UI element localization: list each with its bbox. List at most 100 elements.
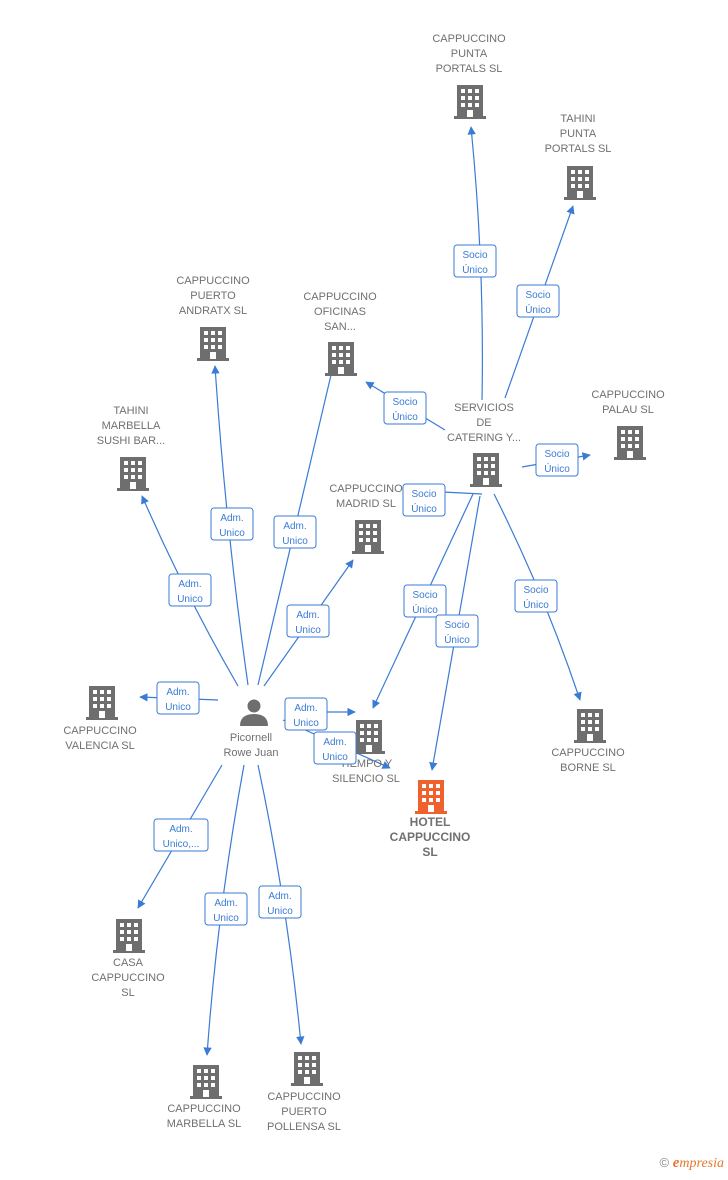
svg-text:POLLENSA SL: POLLENSA SL bbox=[267, 1121, 341, 1133]
svg-text:BORNE SL: BORNE SL bbox=[560, 762, 616, 774]
svg-text:PALAU SL: PALAU SL bbox=[602, 404, 654, 416]
svg-text:CAPPUCCINO: CAPPUCCINO bbox=[167, 1103, 241, 1115]
node-borne[interactable]: CAPPUCCINO BORNE SL bbox=[551, 709, 625, 774]
edge-label-text: Socio bbox=[462, 250, 487, 261]
edge-label-text: Único bbox=[544, 462, 570, 475]
svg-text:SL: SL bbox=[121, 987, 134, 999]
edge-label-text: Socio bbox=[392, 397, 417, 408]
svg-text:PUERTO: PUERTO bbox=[281, 1106, 327, 1118]
node-oficinas[interactable]: CAPPUCCINO OFICINAS SAN... bbox=[303, 291, 377, 376]
edge-label-text: Unico bbox=[295, 625, 321, 636]
building-icon bbox=[574, 709, 606, 743]
edge-label-text: Único bbox=[411, 502, 437, 515]
building-icon bbox=[614, 426, 646, 460]
edge-label-text: Unico bbox=[177, 594, 203, 605]
svg-text:CAPPUCCINO: CAPPUCCINO bbox=[551, 747, 625, 759]
svg-text:CAPPUCCINO: CAPPUCCINO bbox=[432, 33, 506, 45]
svg-text:SL: SL bbox=[422, 845, 437, 859]
svg-text:SAN...: SAN... bbox=[324, 321, 356, 333]
building-icon bbox=[113, 919, 145, 953]
node-marbella[interactable]: CAPPUCCINO MARBELLA SL bbox=[167, 1065, 242, 1130]
edge-label-text: Único bbox=[525, 303, 551, 316]
edge-label-text: Socio bbox=[525, 290, 550, 301]
edge-label-text: Adm. bbox=[220, 513, 243, 524]
node-punta[interactable]: CAPPUCCINO PUNTA PORTALS SL bbox=[432, 33, 506, 119]
svg-text:TAHINI: TAHINI bbox=[113, 405, 148, 417]
edge-label-person-to-pollensa[interactable]: Adm.Unico bbox=[258, 885, 302, 919]
edge-label-person-to-casa[interactable]: Adm.Unico,... bbox=[153, 818, 209, 852]
building-icon bbox=[564, 166, 596, 200]
svg-text:OFICINAS: OFICINAS bbox=[314, 306, 366, 318]
svg-text:PUNTA: PUNTA bbox=[560, 128, 597, 140]
edge-label-text: Unico bbox=[213, 913, 239, 924]
edge-label-text: Socio bbox=[544, 449, 569, 460]
node-tahini_marbella[interactable]: TAHINI MARBELLA SUSHI BAR... bbox=[97, 405, 165, 491]
edge-label-text: Unico bbox=[267, 906, 293, 917]
copyright-icon: © bbox=[659, 1155, 670, 1170]
edge-label-text: Único bbox=[462, 263, 488, 276]
svg-text:MARBELLA: MARBELLA bbox=[102, 420, 161, 432]
node-label-valencia: CAPPUCCINO VALENCIA SL bbox=[63, 725, 137, 752]
building-icon bbox=[190, 1065, 222, 1099]
svg-text:CASA: CASA bbox=[113, 957, 144, 969]
edge-label-person-to-andratx[interactable]: Adm.Unico bbox=[210, 507, 254, 541]
svg-text:CATERING Y...: CATERING Y... bbox=[447, 432, 521, 444]
svg-text:MARBELLA SL: MARBELLA SL bbox=[167, 1118, 242, 1130]
edge-label-text: Único bbox=[444, 633, 470, 646]
edge-label-text: Adm. bbox=[166, 687, 189, 698]
svg-text:PUNTA: PUNTA bbox=[451, 48, 488, 60]
edge-label-person-to-tiempo[interactable]: Adm.Unico bbox=[313, 731, 357, 765]
edge-label-text: Adm. bbox=[296, 610, 319, 621]
edge-label-person-to-madrid[interactable]: Adm. Unico bbox=[286, 604, 330, 638]
edge-label-person-to-oficinas[interactable]: Adm.Unico bbox=[273, 515, 317, 549]
person-icon bbox=[240, 699, 268, 726]
edge-label-person-to-marbella[interactable]: Adm.Unico bbox=[204, 892, 248, 926]
node-valencia[interactable]: CAPPUCCINO VALENCIA SL bbox=[63, 686, 137, 752]
svg-text:CAPPUCCINO: CAPPUCCINO bbox=[303, 291, 377, 303]
edge-label-text: Adm. bbox=[283, 521, 306, 532]
svg-text:CAPPUCCINO: CAPPUCCINO bbox=[176, 275, 250, 287]
svg-text:CAPPUCCINO: CAPPUCCINO bbox=[329, 483, 403, 495]
edge-label-text: Adm. bbox=[178, 579, 201, 590]
edge-label-text: Adm. bbox=[323, 737, 346, 748]
svg-text:SILENCIO SL: SILENCIO SL bbox=[332, 773, 400, 785]
edge-label-person-to-tiempo[interactable]: Adm.Unico bbox=[284, 697, 328, 731]
svg-text:TAHINI: TAHINI bbox=[560, 113, 595, 125]
edge-label-text: Único bbox=[523, 598, 549, 611]
edge-label-text: Unico bbox=[293, 718, 319, 729]
svg-text:PUERTO: PUERTO bbox=[190, 290, 236, 302]
edge-label-person-to-valencia[interactable]: Adm.Unico bbox=[156, 681, 200, 715]
building-icon bbox=[197, 327, 229, 361]
edge-label-text: Socio bbox=[523, 585, 548, 596]
edge-label-text: Socio bbox=[444, 620, 469, 631]
svg-text:SUSHI BAR...: SUSHI BAR... bbox=[97, 435, 165, 447]
svg-text:VALENCIA SL: VALENCIA SL bbox=[65, 740, 135, 752]
svg-text:PORTALS SL: PORTALS SL bbox=[436, 63, 503, 75]
svg-text:CAPPUCCINO: CAPPUCCINO bbox=[63, 725, 137, 737]
empresia-logo[interactable]: © empresia bbox=[660, 1155, 724, 1172]
edge-label-person-to-tahini_marbella[interactable]: Adm. Unico bbox=[168, 573, 212, 607]
